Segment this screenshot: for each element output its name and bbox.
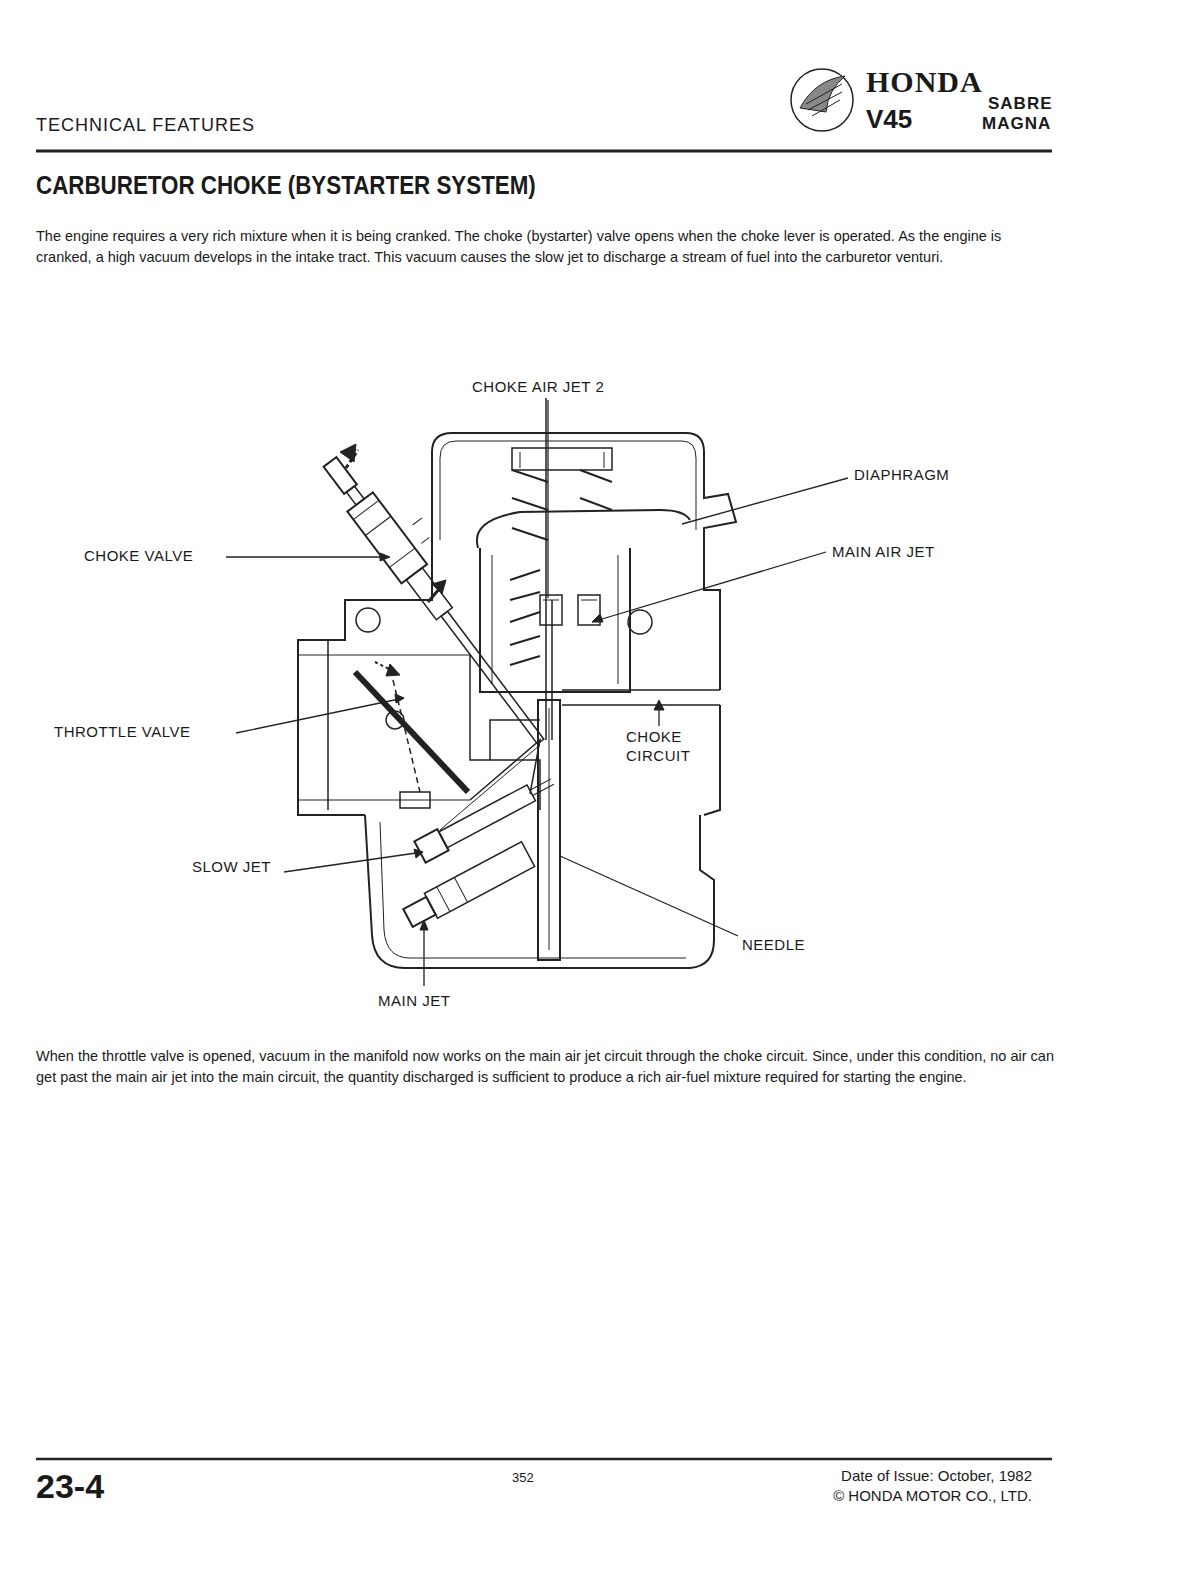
body-paragraph: When the throttle valve is opened, vacuu… — [36, 1046, 1058, 1088]
footer-rule — [36, 1458, 1052, 1461]
section-header: TECHNICAL FEATURES — [36, 115, 255, 137]
choke-arrow — [340, 444, 446, 602]
part-label: MAIN AIR JET — [832, 543, 935, 561]
choke-valve — [317, 438, 572, 751]
header-rule — [36, 150, 1052, 153]
body-paragraph: The engine requires a very rich mixture … — [36, 226, 1058, 268]
part-label: SLOW JET — [192, 858, 271, 876]
brand-name: HONDA — [866, 64, 983, 100]
model-name: V45 — [866, 104, 912, 135]
model-variant: MAGNA — [982, 114, 1051, 134]
part-label: THROTTLE VALVE — [54, 723, 190, 741]
part-label: CHOKE AIR JET 2 — [470, 378, 606, 396]
honda-logo — [791, 69, 853, 131]
page-title: CARBURETOR CHOKE (BYSTARTER SYSTEM) — [36, 170, 536, 201]
leader-line — [226, 400, 848, 986]
spring — [510, 470, 612, 665]
issue-date: Date of Issue: October, 1982 — [841, 1467, 1032, 1485]
part-label: DIAPHRAGM — [854, 466, 949, 484]
choke-circuit-passage — [562, 690, 720, 705]
part-label: CHOKE VALVE — [84, 547, 193, 565]
throttle-valve — [355, 662, 468, 792]
float-bowl — [365, 815, 714, 968]
part-label: NEEDLE — [742, 936, 805, 954]
page-section-number: 23-4 — [36, 1466, 104, 1507]
needle — [538, 700, 560, 960]
copyright: © HONDA MOTOR CO., LTD. — [833, 1487, 1032, 1505]
part-label: CHOKE CIRCUIT — [624, 728, 706, 766]
main-jet — [401, 842, 534, 931]
piston — [480, 548, 630, 692]
slow-jet — [414, 771, 558, 863]
page-number: 352 — [512, 1470, 534, 1486]
chamber-cap — [432, 433, 736, 545]
diaphragm — [477, 510, 690, 548]
choke-air-jet-tube — [546, 398, 552, 740]
part-label: MAIN JET — [378, 992, 450, 1010]
model-variant: SABRE — [988, 94, 1053, 114]
